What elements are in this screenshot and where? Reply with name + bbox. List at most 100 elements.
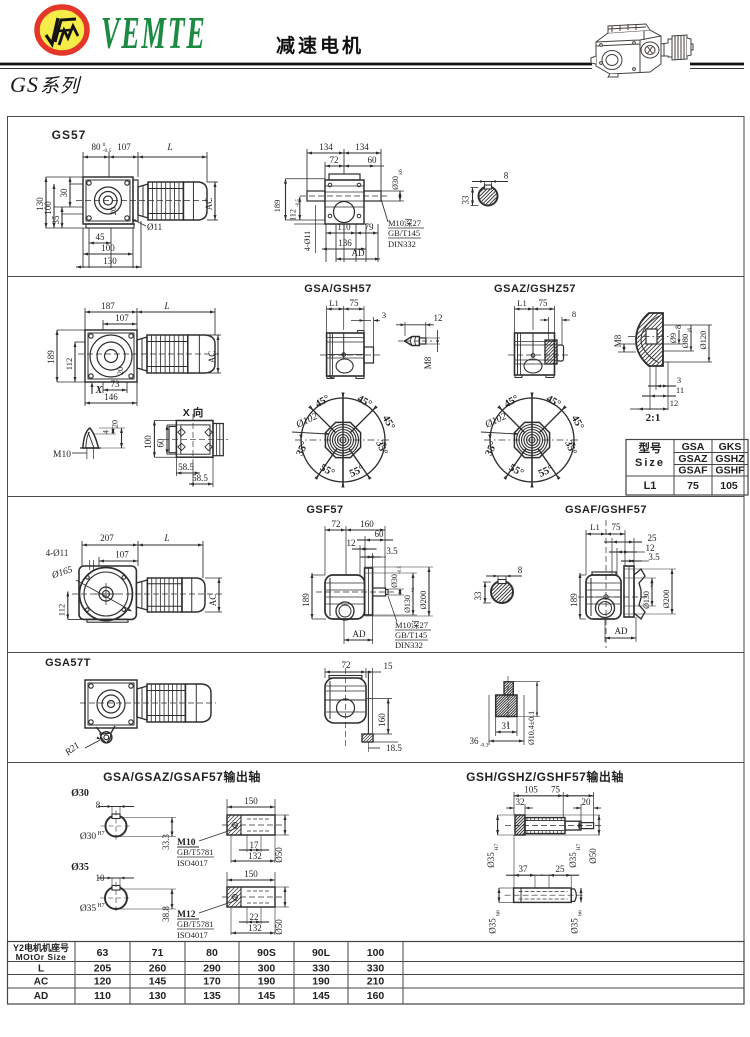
svg-text:4: 4 <box>102 430 111 434</box>
svg-text:189: 189 <box>46 350 56 364</box>
svg-text:M10深27: M10深27 <box>388 218 421 228</box>
svg-text:60: 60 <box>156 438 166 448</box>
svg-text:189: 189 <box>272 200 282 213</box>
svg-text:Ø130: Ø130 <box>403 595 412 613</box>
svg-text:112: 112 <box>289 209 298 221</box>
svg-text:-0.3: -0.3 <box>480 743 489 749</box>
svg-text:100: 100 <box>143 435 153 449</box>
svg-text:35: 35 <box>51 215 61 225</box>
svg-text:Ø35: Ø35 <box>570 918 580 934</box>
svg-text:L: L <box>163 534 169 544</box>
svg-text:GSF57: GSF57 <box>306 504 343 516</box>
svg-text:H7: H7 <box>97 831 104 837</box>
svg-text:45: 45 <box>96 232 106 242</box>
svg-text:330: 330 <box>367 963 385 975</box>
svg-text:55°: 55° <box>507 462 525 479</box>
svg-text:Ø35: Ø35 <box>71 862 89 873</box>
svg-text:Ø30: Ø30 <box>71 788 89 799</box>
svg-text:100: 100 <box>367 947 385 959</box>
svg-text:h6: h6 <box>496 910 502 916</box>
svg-text:112: 112 <box>64 358 74 370</box>
svg-text:55°: 55° <box>318 462 336 479</box>
svg-text:GSH/GSHZ/GSHF57输出轴: GSH/GSHZ/GSHF57输出轴 <box>466 769 624 784</box>
svg-text:189: 189 <box>569 593 579 607</box>
svg-text:10: 10 <box>96 873 106 883</box>
svg-text:R21: R21 <box>63 741 82 759</box>
svg-text:75: 75 <box>539 298 549 308</box>
svg-text:Ø35: Ø35 <box>80 904 97 914</box>
svg-text:DIN332: DIN332 <box>395 640 423 650</box>
svg-text:90L: 90L <box>312 947 331 959</box>
svg-text:L1: L1 <box>644 480 657 492</box>
svg-text:80: 80 <box>92 142 102 152</box>
svg-text:12: 12 <box>434 313 443 323</box>
svg-text:36: 36 <box>470 736 480 746</box>
svg-text:AD: AD <box>34 991 48 1002</box>
svg-text:30: 30 <box>59 188 69 198</box>
svg-text:M8: M8 <box>423 356 433 369</box>
svg-text:8: 8 <box>674 325 683 329</box>
svg-text:132: 132 <box>248 851 262 861</box>
svg-text:160: 160 <box>360 519 374 529</box>
svg-text:190: 190 <box>258 976 276 988</box>
svg-text:25: 25 <box>556 864 566 874</box>
svg-text:j6: j6 <box>687 328 693 334</box>
svg-text:Ø102: Ø102 <box>483 411 509 431</box>
svg-text:33.3: 33.3 <box>161 834 171 850</box>
svg-text:31: 31 <box>502 721 511 731</box>
svg-text:45°: 45° <box>380 414 397 432</box>
svg-text:290: 290 <box>203 963 221 975</box>
svg-text:系列: 系列 <box>40 76 82 97</box>
svg-text:GB/T145: GB/T145 <box>388 228 420 238</box>
svg-text:Ø10.4±0.1: Ø10.4±0.1 <box>527 711 536 745</box>
svg-text:Ø200: Ø200 <box>418 591 428 610</box>
svg-text:GSHZ: GSHZ <box>715 453 745 465</box>
svg-text:100: 100 <box>43 201 53 215</box>
svg-text:60: 60 <box>375 529 385 539</box>
svg-text:M10: M10 <box>53 450 71 460</box>
svg-text:145: 145 <box>258 990 276 1002</box>
svg-text:Ø165: Ø165 <box>50 565 74 581</box>
svg-text:100: 100 <box>101 243 115 253</box>
svg-text:20: 20 <box>582 797 592 807</box>
svg-text:107: 107 <box>117 142 131 152</box>
svg-text:Ø30: Ø30 <box>390 574 399 588</box>
svg-text:260: 260 <box>149 963 167 975</box>
svg-text:+a: +a <box>411 587 416 593</box>
svg-text:205: 205 <box>94 963 112 975</box>
svg-text:M8: M8 <box>613 334 623 347</box>
svg-text:25: 25 <box>648 533 658 543</box>
svg-text:M12: M12 <box>177 910 196 920</box>
svg-text:18.5: 18.5 <box>386 743 402 753</box>
svg-text:17: 17 <box>250 840 260 850</box>
svg-text:105: 105 <box>720 480 738 492</box>
svg-text:GSA57T: GSA57T <box>45 657 91 669</box>
svg-text:75: 75 <box>551 785 561 795</box>
svg-text:H7: H7 <box>97 903 104 909</box>
svg-text:Y2电机机座号: Y2电机机座号 <box>13 942 69 953</box>
svg-text:60: 60 <box>368 155 378 165</box>
svg-text:189: 189 <box>301 593 311 607</box>
svg-text:Ø200: Ø200 <box>661 590 671 609</box>
svg-text:-0.5: -0.5 <box>398 566 403 574</box>
svg-text:33: 33 <box>473 591 483 601</box>
svg-text:73: 73 <box>111 379 121 389</box>
svg-text:AC: AC <box>204 198 214 211</box>
svg-text:12: 12 <box>646 543 655 553</box>
svg-text:150: 150 <box>244 796 258 806</box>
svg-text:L1: L1 <box>517 298 526 308</box>
svg-text:Ø9: Ø9 <box>668 333 678 343</box>
svg-text:AC: AC <box>208 594 218 607</box>
svg-text:75: 75 <box>687 480 699 492</box>
svg-text:112: 112 <box>57 604 67 616</box>
svg-text:Ø35: Ø35 <box>568 852 578 868</box>
svg-text:X 向: X 向 <box>183 406 203 419</box>
svg-text:h6: h6 <box>578 910 584 916</box>
svg-text:90S: 90S <box>257 947 276 959</box>
svg-text:146: 146 <box>104 392 118 402</box>
svg-text:35°: 35° <box>373 439 389 457</box>
svg-text:58.5: 58.5 <box>178 462 194 472</box>
svg-text:GB/T5781: GB/T5781 <box>177 919 213 929</box>
svg-text:Size: Size <box>635 457 665 469</box>
svg-text:145: 145 <box>149 976 167 988</box>
